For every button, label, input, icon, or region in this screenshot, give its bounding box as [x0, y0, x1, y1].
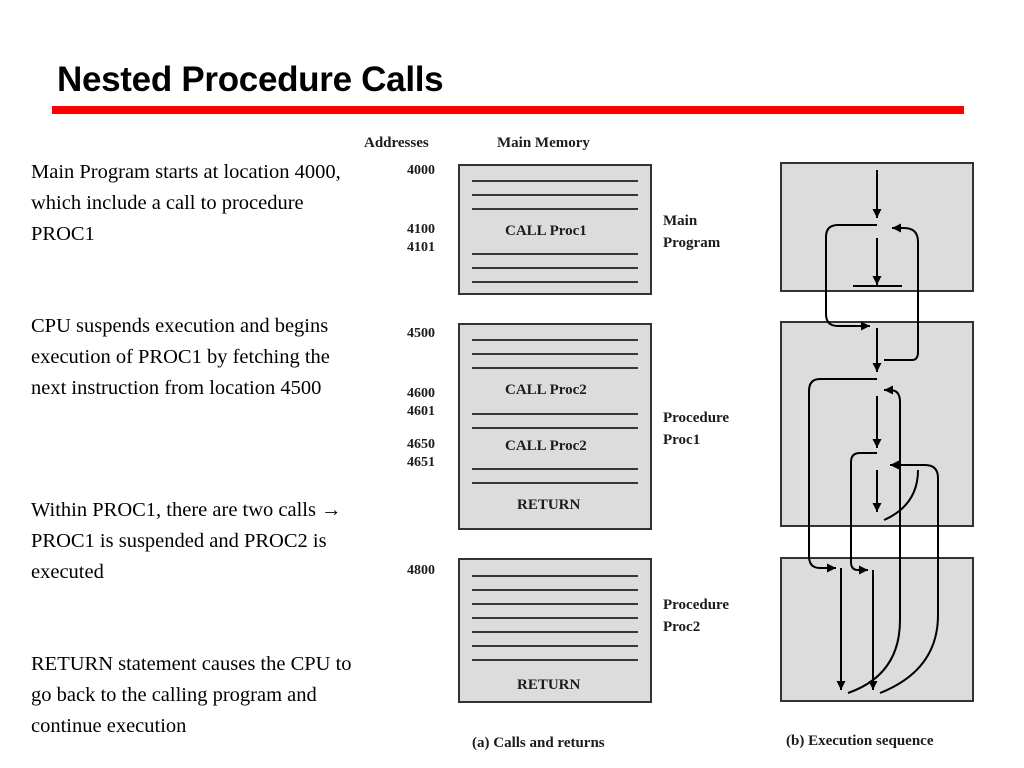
flow-call-proc2-first [808, 378, 877, 573]
paragraph-within-proc1: Within PROC1, there are two calls → PROC… [31, 499, 342, 583]
flow-call-proc2-second [850, 452, 877, 575]
segment-label-proc2-line1: Procedure [663, 597, 730, 613]
flow-call-proc1 [825, 224, 877, 331]
instruction-call-proc1: CALL Proc1 [505, 223, 587, 239]
paragraph-return-statement: RETURN statement causes the CPU to go ba… [31, 653, 352, 737]
addresses-header: Addresses [364, 135, 429, 151]
address-4650: 4650 [407, 437, 435, 452]
address-4600: 4600 [407, 386, 435, 401]
address-4101: 4101 [407, 240, 435, 255]
paragraph-main-program: Main Program starts at location 4000, wh… [31, 161, 341, 245]
segment-label-main-line2: Program [663, 235, 721, 251]
address-4000: 4000 [407, 163, 435, 178]
title-underline [52, 106, 964, 114]
instruction-call-proc2-second: CALL Proc2 [505, 438, 587, 454]
caption-execution-sequence: (b) Execution sequence [786, 733, 934, 749]
instruction-rules [472, 180, 638, 661]
address-4800: 4800 [407, 563, 435, 578]
segment-label-proc1-line1: Procedure [663, 410, 730, 426]
main-memory-header: Main Memory [497, 135, 590, 151]
execution-flow [808, 170, 939, 694]
memory-block-proc2 [458, 558, 652, 703]
segment-label-proc1: Procedure Proc1 [663, 407, 729, 451]
address-4500: 4500 [407, 326, 435, 341]
paragraph-cpu-suspends: CPU suspends execution and begins execut… [31, 315, 330, 399]
instruction-call-proc2-first: CALL Proc2 [505, 382, 587, 398]
flow-return-main [884, 223, 919, 361]
address-4651: 4651 [407, 455, 435, 470]
memory-block-main [458, 164, 652, 295]
address-4100: 4100 [407, 222, 435, 237]
flow-return-proc1-second [879, 460, 939, 694]
instruction-return-proc2: RETURN [517, 677, 581, 693]
segment-label-main-line1: Main [663, 213, 698, 229]
slide-title: Nested Procedure Calls [57, 60, 444, 99]
instruction-return-proc1: RETURN [517, 497, 581, 513]
memory-block-proc1 [458, 323, 652, 530]
segment-label-proc1-line2: Proc1 [663, 432, 701, 448]
address-4601: 4601 [407, 404, 435, 419]
segment-label-proc2-line2: Proc2 [663, 619, 701, 635]
caption-calls-and-returns: (a) Calls and returns [472, 735, 605, 751]
flow-return-main-second [883, 469, 919, 521]
segment-label-proc2: Procedure Proc2 [663, 594, 729, 638]
segment-label-main: Main Program [663, 210, 720, 254]
